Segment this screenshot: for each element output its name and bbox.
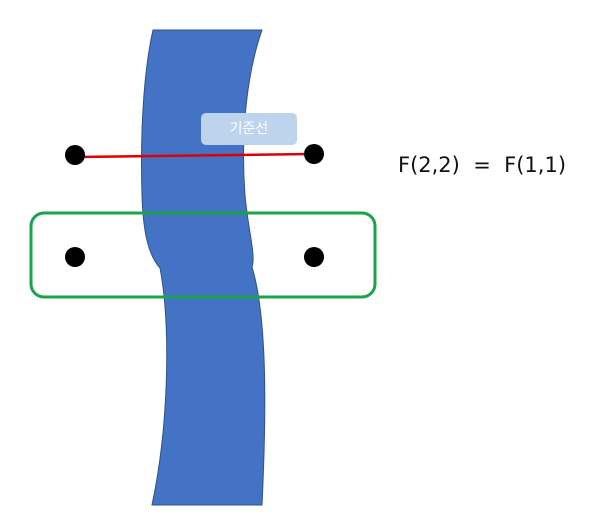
point-bottom-left — [65, 247, 85, 267]
selection-box — [29, 211, 377, 299]
equation-text: F(2,2) = F(1,1) — [398, 153, 567, 177]
point-bottom-right — [304, 247, 324, 267]
reference-line — [75, 152, 314, 159]
reference-line-label: 기준선 — [201, 113, 297, 145]
point-top-left — [65, 145, 85, 165]
blue-band-shape — [140, 29, 266, 506]
point-top-right — [304, 144, 324, 164]
